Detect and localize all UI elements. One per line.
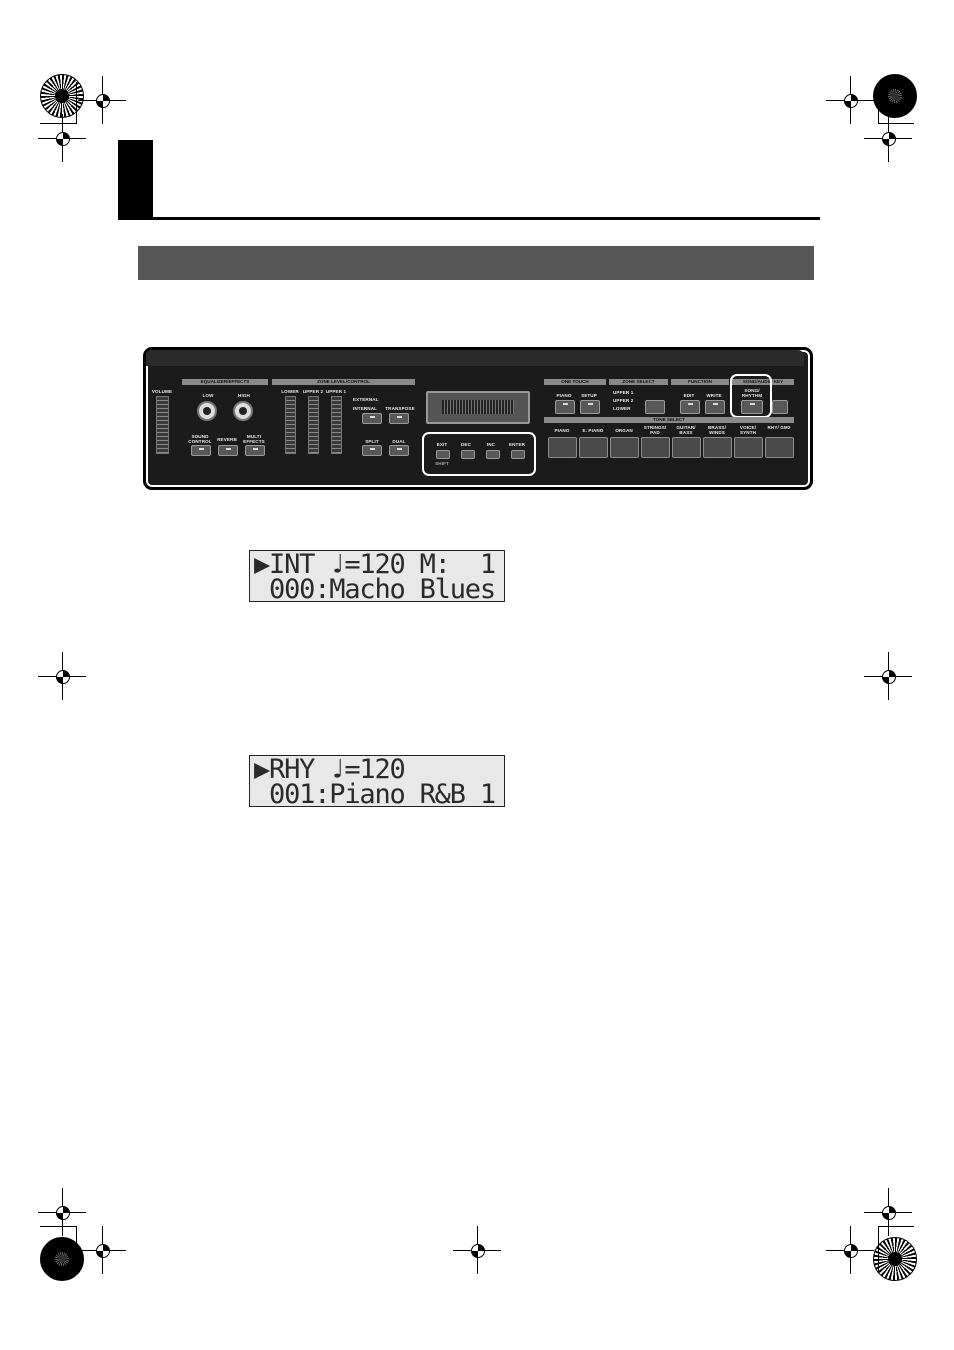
zone-lower-label: LOWER bbox=[613, 406, 631, 411]
dec-button[interactable] bbox=[461, 450, 475, 459]
zone-upper2-label: UPPER 2 bbox=[613, 398, 634, 403]
volume-label: VOLUME bbox=[151, 389, 173, 394]
chapter-tab bbox=[118, 140, 153, 218]
dual-button[interactable] bbox=[389, 445, 409, 456]
trim-line bbox=[878, 1226, 914, 1227]
zone-select-button[interactable] bbox=[645, 400, 665, 414]
lcd-line-1: ▶RHY ♩=120 bbox=[254, 755, 406, 785]
transpose-label: TRANSPOSE bbox=[385, 406, 415, 411]
tone-button-organ[interactable] bbox=[610, 437, 639, 458]
lower-label: LOWER bbox=[281, 389, 299, 394]
value-buttons-highlight bbox=[422, 432, 536, 476]
tone-label-piano: PIANO bbox=[554, 428, 570, 433]
zone-level-header: ZONE LEVEL/CONTROL bbox=[272, 379, 415, 385]
exit-button[interactable] bbox=[436, 450, 450, 459]
split-label: SPLIT bbox=[365, 439, 379, 444]
eq-effects-header: EQUALIZER/EFFECTS bbox=[182, 379, 268, 385]
one-touch-piano-label: PIANO bbox=[556, 393, 572, 398]
exit-label: EXIT bbox=[436, 442, 448, 447]
one-touch-piano-button[interactable] bbox=[555, 400, 575, 414]
enter-label: ENTER bbox=[508, 442, 526, 447]
edit-label: EDIT bbox=[683, 393, 695, 398]
panel-top-strip bbox=[146, 350, 804, 366]
tone-label-brass: BRASS/ WINDS bbox=[708, 425, 726, 435]
tone-label-rhy: RHY/ GM2 bbox=[767, 425, 791, 430]
song-rhythm-button[interactable] bbox=[741, 400, 763, 414]
chapter-rule bbox=[118, 217, 820, 220]
section-heading-bar bbox=[138, 246, 814, 280]
upper2-slider[interactable] bbox=[308, 396, 319, 454]
low-knob[interactable] bbox=[197, 401, 217, 421]
tone-button-strings[interactable] bbox=[641, 437, 670, 458]
lcd-screen-song: ▶INT ♩=120 M: 1 000:Macho Blues bbox=[249, 550, 505, 602]
split-button[interactable] bbox=[362, 445, 382, 456]
function-header: FUNCTION bbox=[671, 379, 729, 385]
registration-seal-top-left bbox=[40, 74, 84, 118]
trim-line bbox=[878, 1226, 879, 1272]
enter-button[interactable] bbox=[511, 450, 525, 459]
multi-effects-button[interactable] bbox=[245, 445, 265, 456]
write-label: WRITE bbox=[706, 393, 722, 398]
trim-line bbox=[40, 123, 76, 124]
inc-button[interactable] bbox=[486, 450, 500, 459]
tone-label-organ: ORGAN bbox=[615, 428, 633, 433]
setup-label: SETUP bbox=[581, 393, 597, 398]
sound-control-button[interactable] bbox=[191, 445, 211, 456]
tone-button-guitar[interactable] bbox=[672, 437, 701, 458]
external-label: EXTERNAL bbox=[353, 397, 379, 402]
setup-button[interactable] bbox=[580, 400, 600, 414]
reverb-label: REVERB bbox=[217, 437, 237, 442]
zone-select-header: ZONE SELECT bbox=[609, 379, 668, 385]
lcd-screen-rhythm: ▶RHY ♩=120 001:Piano R&B 1 bbox=[249, 755, 505, 807]
transpose-button[interactable] bbox=[389, 413, 409, 424]
dec-label: DEC bbox=[461, 442, 471, 447]
registration-seal-bottom-left bbox=[40, 1237, 84, 1281]
write-button[interactable] bbox=[705, 400, 725, 414]
registration-seal-bottom-right bbox=[873, 1237, 917, 1281]
lcd-line-2: 000:Macho Blues bbox=[254, 574, 496, 602]
one-touch-header: ONE TOUCH bbox=[544, 379, 606, 385]
high-label: HIGH bbox=[238, 393, 250, 398]
tone-button-piano[interactable] bbox=[548, 437, 577, 458]
song-rhythm-highlight bbox=[730, 374, 772, 418]
internal-label: INTERNAL bbox=[353, 406, 378, 411]
multi-effects-label: MULTI EFFECTS bbox=[243, 434, 265, 444]
sound-control-label: SOUND CONTROL bbox=[188, 434, 212, 444]
upper2-label: UPPER 2 bbox=[302, 389, 324, 394]
song-rhythm-label: SONG/ RHYTHM bbox=[741, 388, 763, 398]
inc-label: INC bbox=[486, 442, 496, 447]
upper1-label: UPPER 1 bbox=[325, 389, 347, 394]
tone-select-header: TONE SELECT bbox=[544, 417, 794, 423]
lcd-line-1: ▶INT ♩=120 M: 1 bbox=[254, 550, 496, 580]
tone-button-rhy[interactable] bbox=[765, 437, 794, 458]
high-knob[interactable] bbox=[233, 401, 253, 421]
tone-button-epiano[interactable] bbox=[579, 437, 608, 458]
shift-label: SHIFT bbox=[435, 461, 449, 466]
audio-key-button[interactable] bbox=[772, 400, 788, 414]
edit-button[interactable] bbox=[680, 400, 700, 414]
tone-button-brass[interactable] bbox=[703, 437, 732, 458]
external-internal-button[interactable] bbox=[362, 413, 382, 424]
lower-slider[interactable] bbox=[285, 396, 296, 454]
trim-line bbox=[878, 82, 879, 124]
tone-label-voice: VOICE/ SYNTH bbox=[739, 425, 757, 435]
trim-line bbox=[76, 1226, 77, 1272]
registration-seal-top-right bbox=[873, 74, 917, 118]
zone-upper1-label: UPPER 1 bbox=[613, 390, 634, 395]
trim-line bbox=[76, 82, 77, 124]
tone-label-epiano: E. PIANO bbox=[582, 428, 604, 433]
tone-label-strings: STRINGS/ PAD bbox=[643, 425, 667, 435]
trim-line bbox=[40, 1226, 76, 1227]
panel-display bbox=[426, 391, 530, 424]
volume-slider[interactable] bbox=[156, 396, 169, 454]
low-label: LOW bbox=[202, 393, 214, 398]
lcd-line-2: 001:Piano R&B 1 bbox=[254, 779, 496, 807]
upper1-slider[interactable] bbox=[331, 396, 342, 454]
tone-label-guitar: GUITAR/ BASS bbox=[676, 425, 696, 435]
dual-label: DUAL bbox=[392, 439, 406, 444]
song-audio-key-header: SONG/AUDIO KEY bbox=[732, 379, 794, 385]
reverb-button[interactable] bbox=[218, 445, 238, 456]
trim-line bbox=[878, 123, 914, 124]
tone-button-voice[interactable] bbox=[734, 437, 763, 458]
